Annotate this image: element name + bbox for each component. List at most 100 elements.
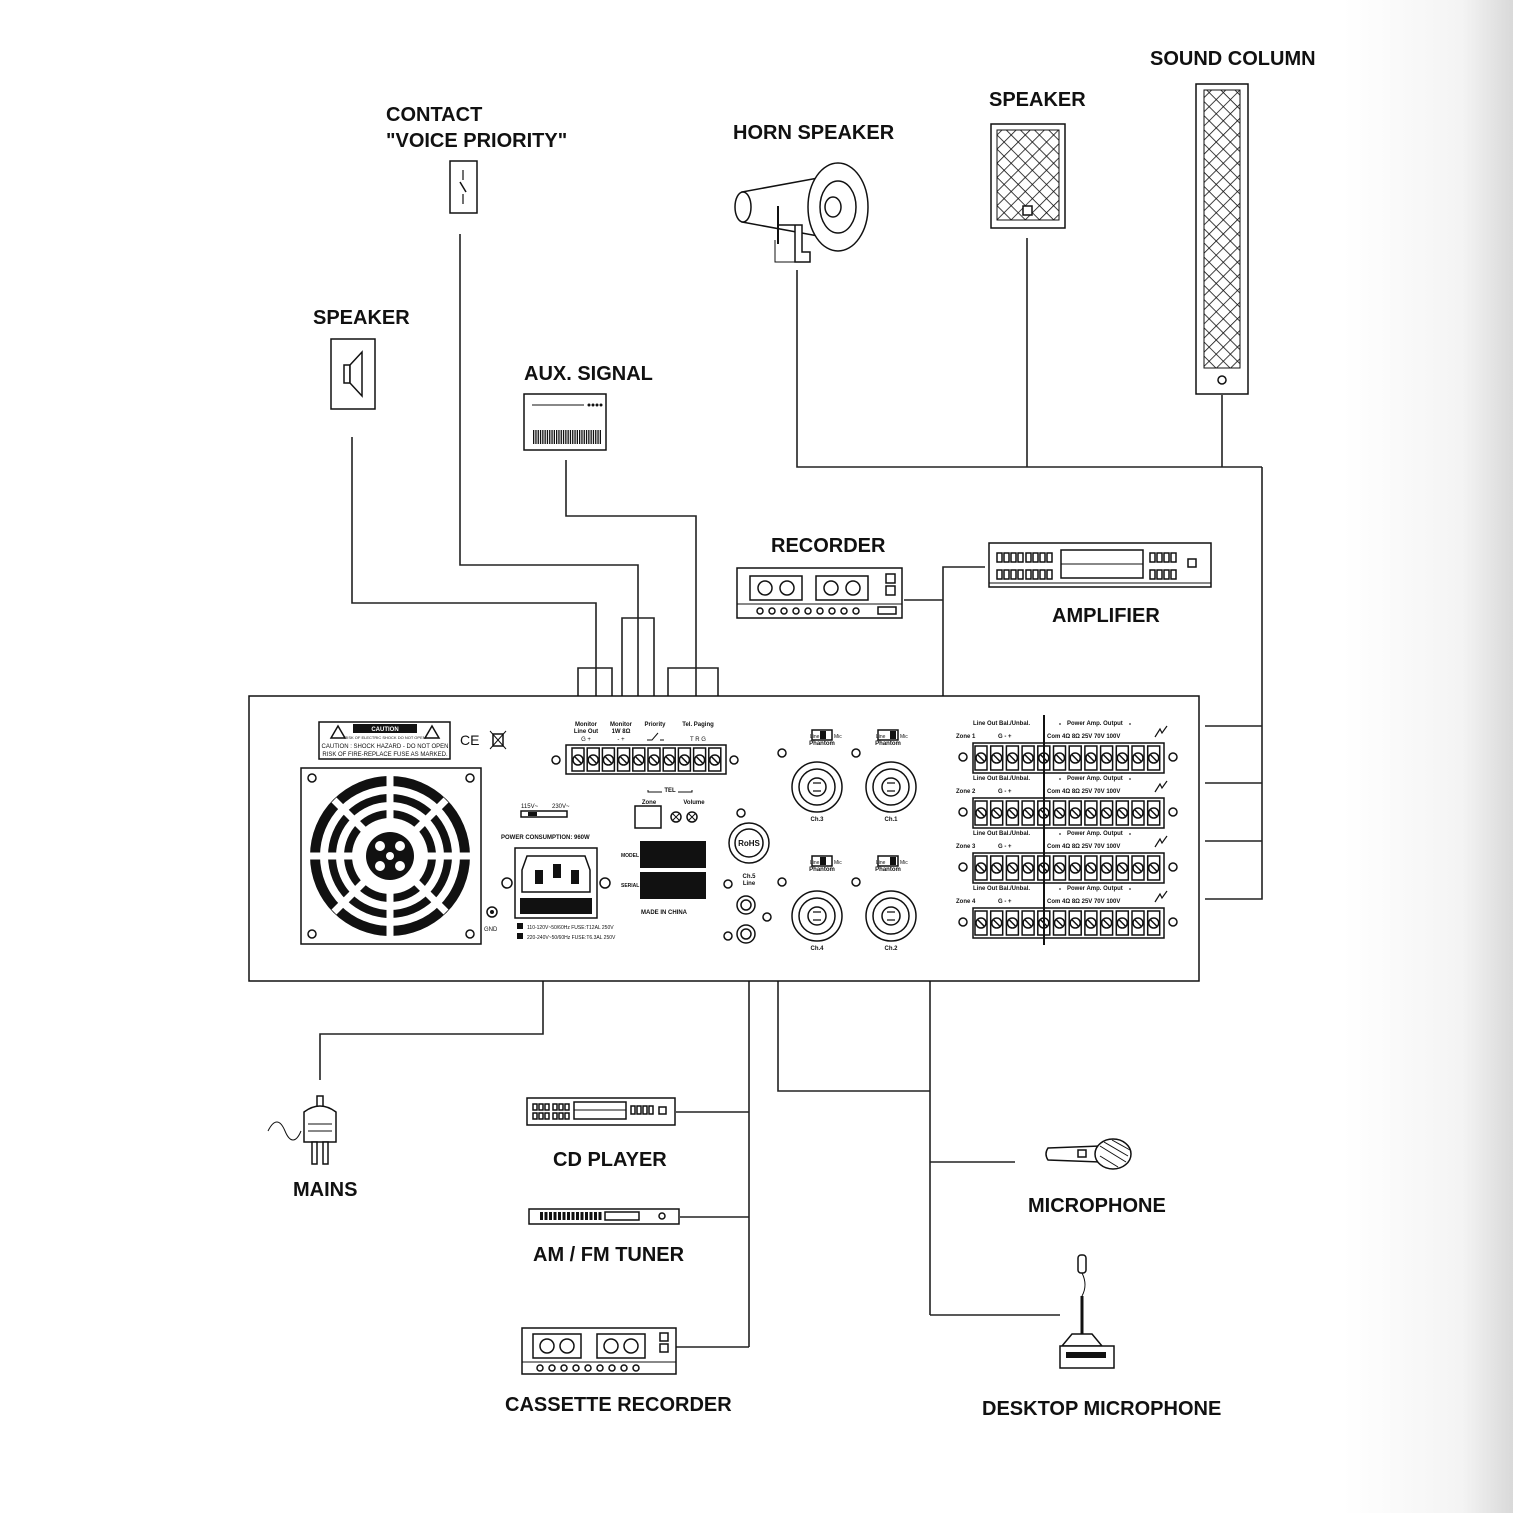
line-label-ch4: Line <box>810 860 820 866</box>
ce-mark: CE <box>460 732 479 748</box>
zone-pins-2: G - + <box>998 789 1012 795</box>
microphone-icon <box>1045 1138 1132 1170</box>
desktop-microphone-icon <box>1059 1254 1115 1369</box>
monitor-line-out-label: Monitor <box>575 722 598 728</box>
monitor-1w-label: Monitor <box>610 722 633 728</box>
rohs-text: RoHS <box>738 839 760 848</box>
label-desktop-microphone: DESKTOP MICROPHONE <box>982 1398 1221 1420</box>
amp-pins-3: Com 4Ω 8Ω 25V 70V 100V <box>1047 844 1120 850</box>
monitor-1w-label-2: 1W 8Ω <box>612 729 631 735</box>
channel-label-ch2: Ch.2 <box>884 946 898 952</box>
amp-pins-1: Com 4Ω 8Ω 25V 70V 100V <box>1047 734 1120 740</box>
zone-output-1: Line Out Bal./Unbal. Power Amp. OutputZon… <box>956 721 1178 774</box>
rohs-badge: RoHS <box>728 822 770 864</box>
recorder-device-icon <box>736 567 903 619</box>
speaker-left-icon <box>330 338 376 410</box>
line-out-label-zone3: Line Out Bal./Unbal. <box>973 831 1030 837</box>
channel-label-ch4: Ch.4 <box>810 946 824 952</box>
model-label: MODEL <box>621 853 639 859</box>
amp-pins-2: Com 4Ω 8Ω 25V 70V 100V <box>1047 789 1120 795</box>
phantom-label-ch3: Phantom <box>809 741 835 747</box>
cassette-recorder-device-icon <box>521 1327 677 1375</box>
page-edge-shadow <box>1343 0 1513 1513</box>
aux-signal-device-icon <box>523 393 607 451</box>
label-recorder: RECORDER <box>771 535 886 557</box>
mic-label-ch4: Mic <box>834 860 842 866</box>
fuse-rating-2: 220-240V~50/60Hz FUSE:T6.3AL 250V <box>527 935 616 941</box>
zone-output-2: Line Out Bal./Unbal. Power Amp. OutputZon… <box>956 776 1178 829</box>
caution-title: CAUTION <box>371 727 398 733</box>
tel-label: TEL <box>664 788 676 794</box>
zone-label-2: Zone 2 <box>956 789 976 795</box>
caution-line1: CAUTION : SHOCK HAZARD - DO NOT OPEN <box>322 744 449 750</box>
ch5-line-input: Ch.5 Line <box>736 874 756 944</box>
monitor-line-out-label-2: Line Out <box>574 729 598 735</box>
line-label-ch3: Line <box>810 734 820 740</box>
weee-bin-icon <box>489 730 507 750</box>
cooling-fan <box>300 767 482 945</box>
label-voice-priority: "VOICE PRIORITY" <box>386 130 567 152</box>
fuse-rating-1: 110-120V~50/60Hz FUSE:T12AL 250V <box>527 925 614 931</box>
phantom-label-ch1: Phantom <box>875 741 901 747</box>
line-label-ch1: Line <box>876 734 886 740</box>
caution-sub: RISK OF ELECTRIC SHOCK DO NOT OPEN <box>344 735 425 740</box>
label-amplifier: AMPLIFIER <box>1052 605 1160 627</box>
zone-label-3: Zone 3 <box>956 844 976 850</box>
power-consumption: POWER CONSUMPTION: 960W <box>501 835 590 841</box>
monitor-line-out-pins: G + <box>581 737 591 743</box>
voltage-selector: 115V~ 230V~ <box>520 804 570 818</box>
label-sound-column: SOUND COLUMN <box>1150 48 1316 70</box>
speaker-top-icon <box>990 123 1066 229</box>
mains-plug-icon <box>267 1095 337 1165</box>
tel-volume-label: Volume <box>683 800 705 806</box>
label-horn-speaker: HORN SPEAKER <box>733 122 895 144</box>
channel-label-ch1: Ch.1 <box>884 817 898 823</box>
label-cd-player: CD PLAYER <box>553 1149 667 1171</box>
amp-pins-4: Com 4Ω 8Ω 25V 70V 100V <box>1047 899 1120 905</box>
horn-speaker-icon <box>734 162 869 263</box>
am-fm-tuner-device-icon <box>528 1208 680 1225</box>
tel-zone-label: Zone <box>642 800 657 806</box>
tel-controls: TEL Zone Volume <box>634 788 705 829</box>
phantom-label-ch4: Phantom <box>809 867 835 873</box>
made-in-china-label: MADE IN CHINA <box>641 910 688 916</box>
sound-column-icon <box>1195 83 1249 395</box>
label-am-fm-tuner: AM / FM TUNER <box>533 1244 685 1266</box>
mic-label-ch3: Mic <box>834 734 842 740</box>
line-out-label-zone2: Line Out Bal./Unbal. <box>973 776 1030 782</box>
label-speaker-top: SPEAKER <box>989 89 1086 111</box>
caution-line2: RISK OF FIRE-REPLACE FUSE AS MARKED. <box>322 752 448 758</box>
ch5-label: Ch.5 <box>742 874 756 880</box>
contact-switch-icon <box>449 160 478 214</box>
power-amp-label-zone2: Power Amp. Output <box>1067 776 1123 782</box>
zone-pins-3: G - + <box>998 844 1012 850</box>
label-cassette-recorder: CASSETTE RECORDER <box>505 1394 732 1416</box>
serial-label: SERIAL <box>621 883 639 889</box>
zone-label-1: Zone 1 <box>956 734 976 740</box>
power-amp-label-zone3: Power Amp. Output <box>1067 831 1123 837</box>
zone-label-4: Zone 4 <box>956 899 976 905</box>
label-speaker-left: SPEAKER <box>313 307 410 329</box>
gnd-terminal: GND <box>484 906 498 933</box>
line-out-label-zone4: Line Out Bal./Unbal. <box>973 886 1030 892</box>
mic-label-ch1: Mic <box>900 734 908 740</box>
line-out-label-zone1: Line Out Bal./Unbal. <box>973 721 1030 727</box>
voltage-115: 115V~ <box>521 804 539 810</box>
power-inlet-socket <box>501 847 611 919</box>
mic-label-ch2: Mic <box>900 860 908 866</box>
caution-label: CAUTION RISK OF ELECTRIC SHOCK DO NOT OP… <box>318 721 451 760</box>
power-amp-label-zone4: Power Amp. Output <box>1067 886 1123 892</box>
zone-output-3: Line Out Bal./Unbal. Power Amp. OutputZon… <box>956 831 1178 884</box>
label-mains: MAINS <box>293 1179 357 1201</box>
line-label-ch2: Line <box>876 860 886 866</box>
control-terminal-strip: Monitor Line Out G + Monitor 1W 8Ω - + P… <box>551 722 739 775</box>
zone-pins-1: G - + <box>998 734 1012 740</box>
power-amp-label-zone1: Power Amp. Output <box>1067 721 1123 727</box>
tel-paging-pins: T R G <box>690 737 706 743</box>
label-aux-signal: AUX. SIGNAL <box>524 363 653 385</box>
